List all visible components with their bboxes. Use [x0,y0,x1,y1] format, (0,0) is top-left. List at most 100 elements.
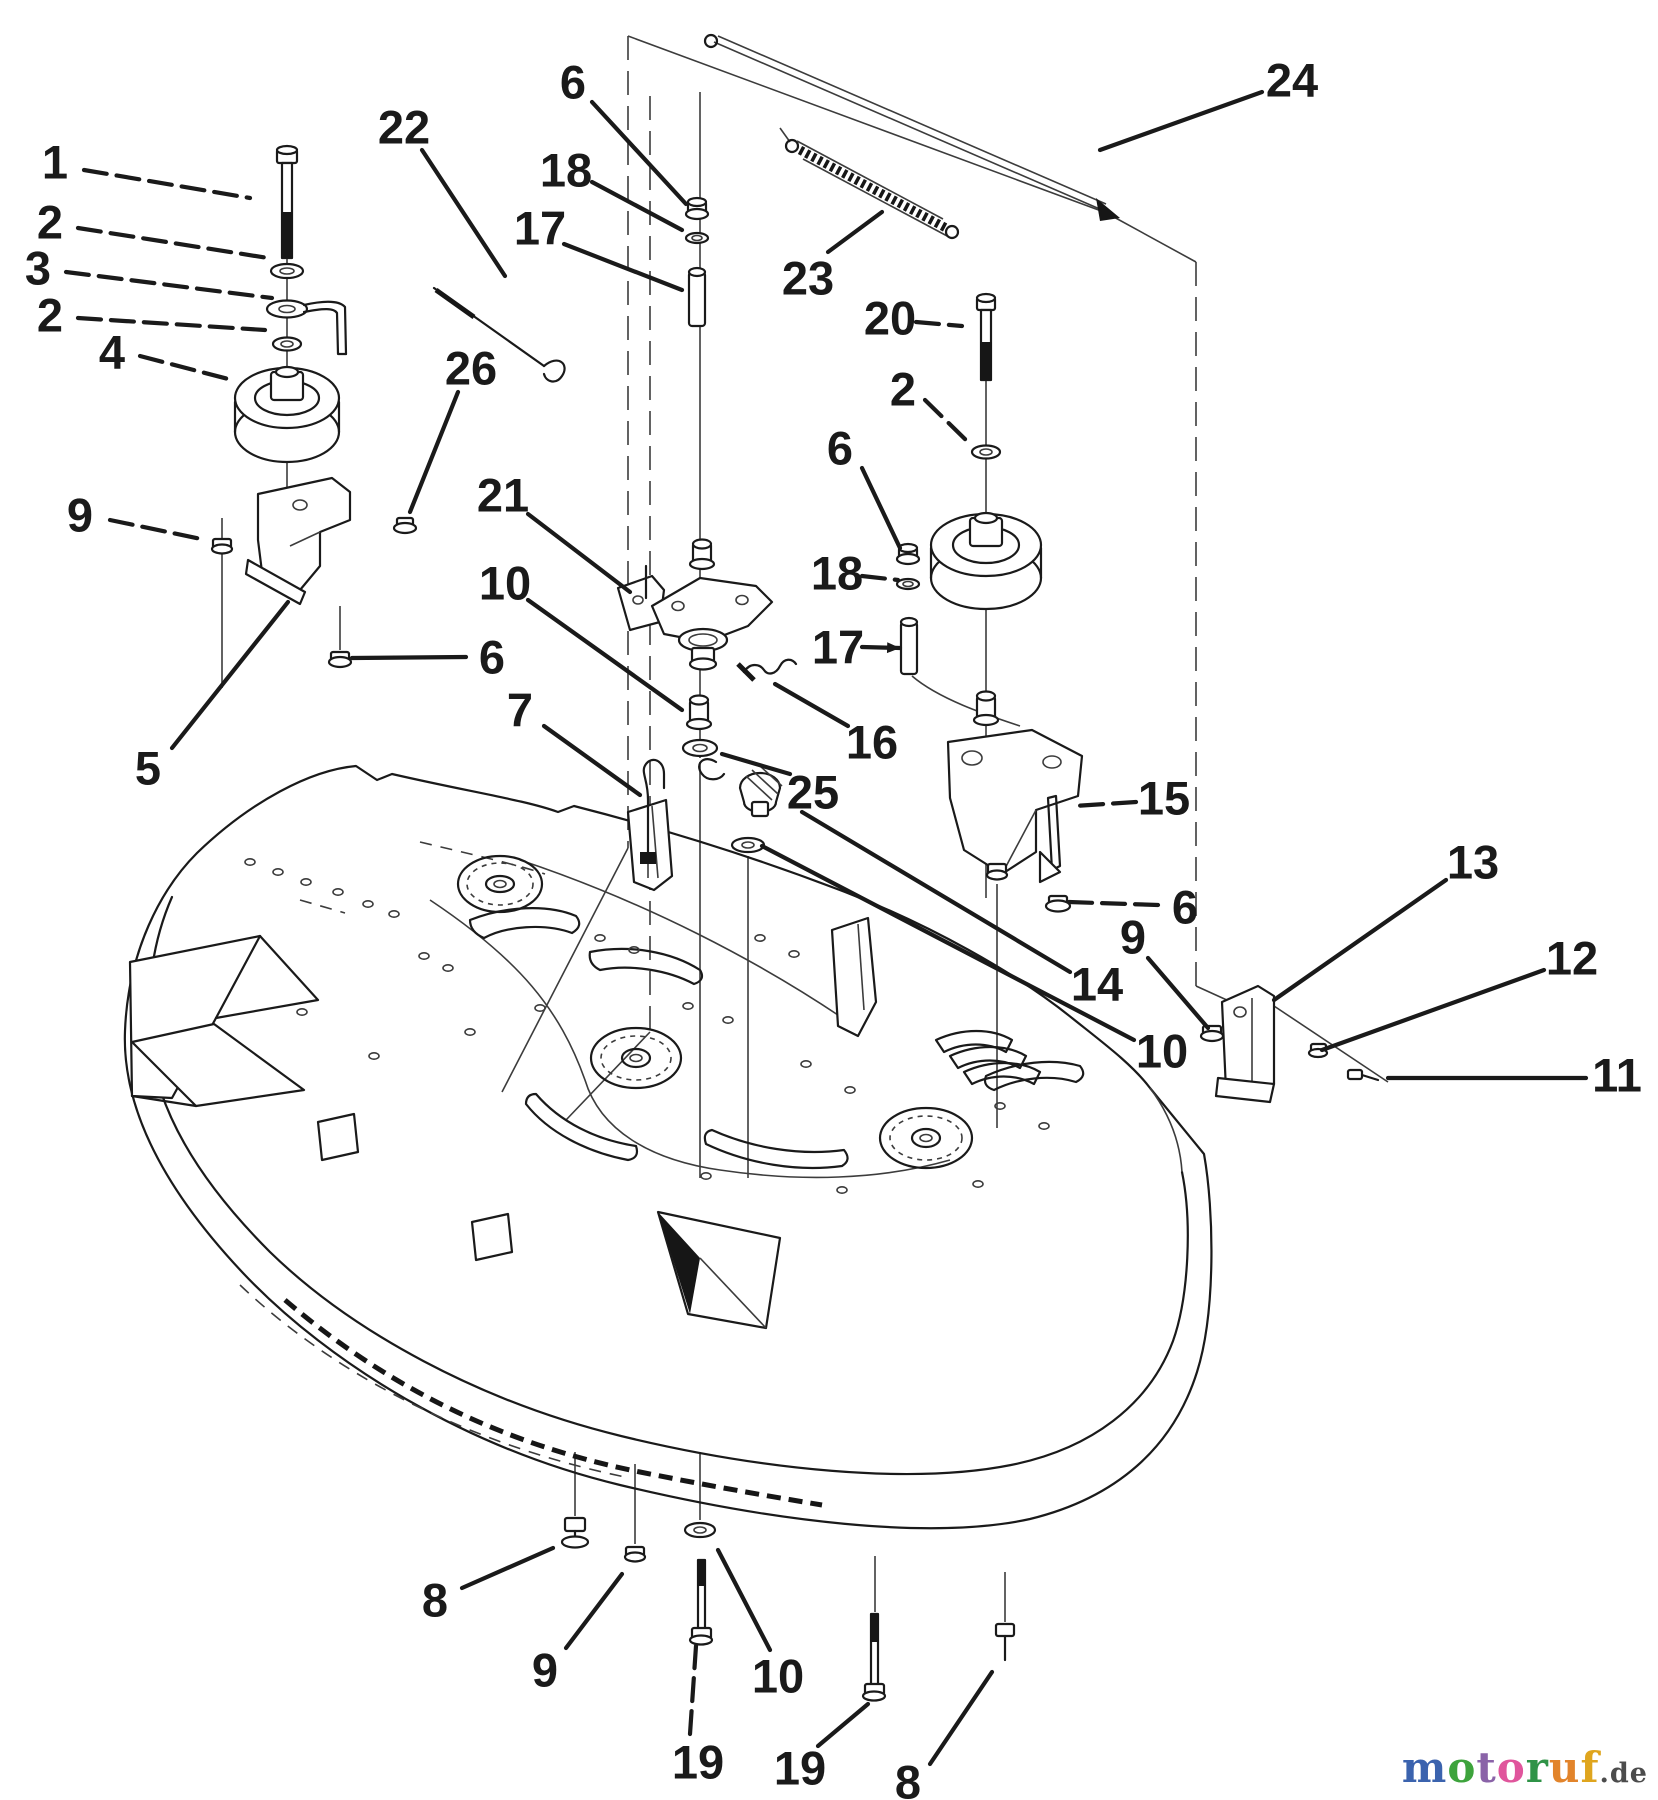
callout-label-10-36: 10 [752,1650,804,1703]
part-link-16 [736,658,798,682]
watermark-letter: r [1525,1743,1549,1792]
part-bushing-right [972,690,1000,727]
callout-label-9-34: 9 [532,1644,558,1697]
leader-line-20-14 [913,319,965,329]
leader-line-25-20 [719,751,793,777]
part-nut-6-bottom [1044,894,1072,913]
leader-line-19-37 [815,1701,871,1749]
leader-line-12-31 [1319,967,1547,1053]
leader-line-9-34 [563,1571,625,1651]
part-bracket-15 [946,728,1084,884]
callout-label-22-8: 22 [378,101,430,154]
leader-line-10-29 [759,843,1137,1043]
callout-label-18-10: 18 [540,144,592,197]
part-washer-2-upper [269,262,305,280]
callout-label-18-17: 18 [811,547,863,600]
part-washer-2-right [970,444,1002,460]
callout-label-8-33: 8 [422,1574,448,1627]
part-spacer-3 [265,299,348,356]
leader-line-6-26 [1065,899,1161,908]
callout-label-7-24: 7 [507,684,533,737]
watermark-text: motoruf.de [1402,1743,1648,1792]
leader-line-1-0 [81,167,253,201]
part-nut-6-top [684,196,710,221]
watermark-letter: o [1496,1743,1526,1792]
leader-line-22-8 [419,147,508,279]
leader-line-21-21 [525,511,633,595]
callout-label-6-9: 6 [560,56,586,109]
callout-label-11-32: 11 [1592,1049,1642,1102]
part-nut-6-left [327,650,353,669]
part-rod-22 [432,286,566,383]
callout-label-13-30: 13 [1447,836,1499,889]
leader-line-9-5 [107,517,209,543]
part-bracket-13 [1214,984,1276,1104]
watermark-letter: o [1447,1743,1477,1792]
leader-line-3-2 [63,269,275,301]
spindle-opening-center [589,1026,683,1090]
part-nut-9-bottom [623,1545,647,1563]
mower-deck [123,764,1213,1530]
spindle-opening-left [456,854,544,914]
part-bolt-8-right [994,1622,1016,1662]
part-washer-18-top [684,231,710,245]
part-rod-24 [703,33,1120,221]
callout-label-19-35: 19 [672,1736,724,1789]
leader-line-10-36 [715,1547,773,1653]
spindle-opening-right [878,1106,974,1170]
leader-line-8-33 [459,1545,556,1591]
part-washer-25 [681,738,719,758]
callout-label-6-23: 6 [479,631,505,684]
leader-line-24-13 [1097,89,1265,153]
callout-label-8-38: 8 [895,1756,921,1800]
leader-line-19-35 [687,1643,699,1737]
callout-label-17-18: 17 [812,621,864,674]
part-bolt-11 [1346,1068,1380,1082]
callout-label-24-13: 24 [1266,54,1318,107]
leader-line-17-11 [561,241,685,293]
watermark-letter: m [1401,1743,1448,1792]
callout-label-2-1: 2 [37,196,63,249]
part-pulley-4 [233,365,341,464]
leader-line-14-28 [799,809,1073,975]
leader-line-7-24 [541,723,643,798]
part-spacer-17-right [899,616,1021,727]
watermark: motoruf.de [1402,1743,1648,1792]
leader-line-5-6 [169,599,291,751]
part-bracket-5 [244,476,352,606]
part-washer-2-lower [271,336,303,352]
callout-label-25-20: 25 [787,766,839,819]
callout-layer: 1232495262261817232420261817162521106715… [25,54,1642,1800]
callout-label-9-27: 9 [1120,911,1146,964]
callout-label-23-12: 23 [782,252,834,305]
part-spindle-bracket-21 [616,538,774,671]
leader-line-10-22 [525,597,685,713]
leader-line-6-23 [349,654,469,661]
callout-label-19-37: 19 [774,1742,826,1795]
callout-label-26-7: 26 [445,342,497,395]
part-nut-9-right [1199,1024,1225,1043]
leader-line-4-4 [137,353,235,383]
leader-line-6-16 [859,465,903,551]
callout-label-15-25: 15 [1138,772,1190,825]
part-pulley-right [929,511,1043,611]
watermark-letter: u [1548,1743,1581,1792]
part-bolt-19-right [861,1612,887,1702]
part-bolt-1 [275,144,299,260]
callout-label-6-26: 6 [1172,881,1198,934]
leader-line-16-19 [772,681,851,729]
rear-fins [934,1029,1042,1086]
callout-label-16-19: 16 [846,716,898,769]
callout-label-14-28: 14 [1071,958,1123,1011]
part-nut-26 [392,516,418,535]
callout-label-3-2: 3 [25,242,51,295]
part-knob-14 [698,758,783,818]
callout-label-9-5: 9 [67,489,93,542]
leader-line-6-9 [589,99,689,207]
part-bolt-20 [975,292,997,382]
leader-line-26-7 [407,389,461,515]
callout-label-4-4: 4 [99,326,125,379]
callout-label-10-29: 10 [1136,1025,1188,1078]
callout-label-5-6: 5 [135,742,161,795]
part-bolt-19-left [688,1558,714,1646]
